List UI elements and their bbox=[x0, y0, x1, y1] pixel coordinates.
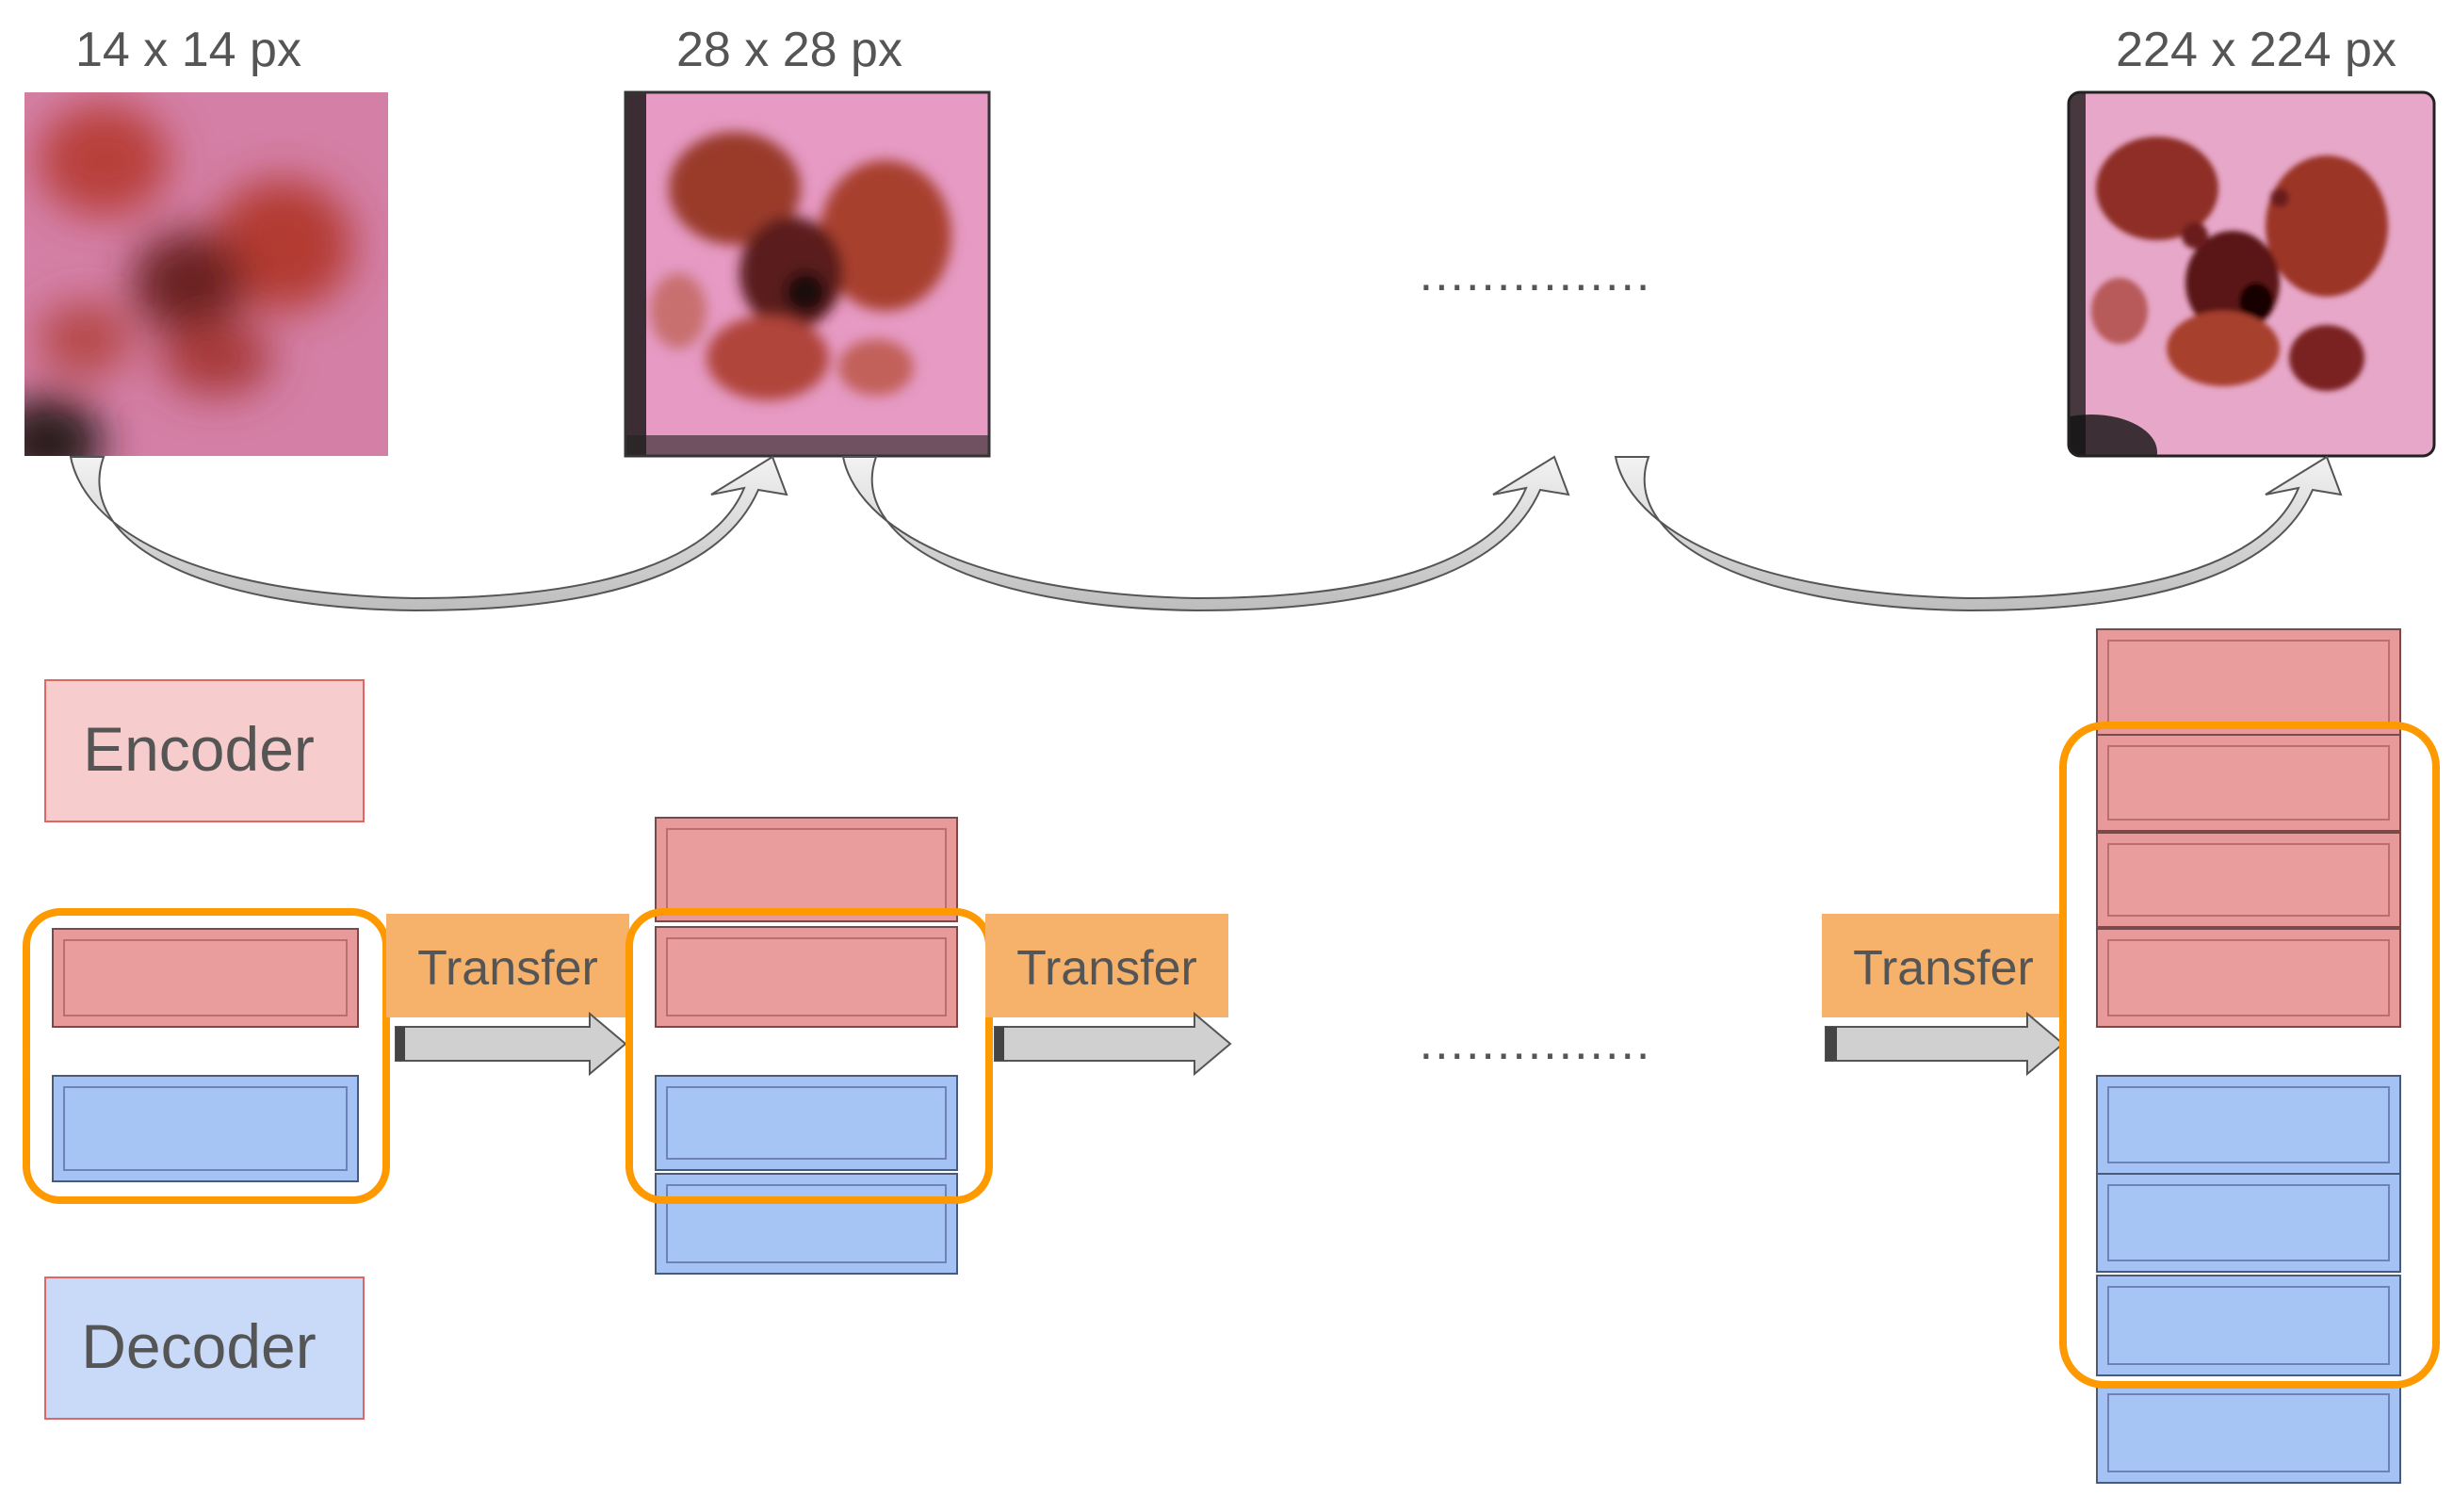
stage1-encoder-layer bbox=[52, 928, 359, 1028]
legend-decoder: Decoder bbox=[44, 1276, 365, 1420]
legend-encoder-label: Encoder bbox=[83, 714, 315, 784]
curved-arrow-1 bbox=[69, 455, 788, 612]
stage3-encoder-layer-1 bbox=[2096, 628, 2401, 736]
legend-decoder-label: Decoder bbox=[81, 1311, 316, 1381]
stage2-encoder-layer-1 bbox=[655, 817, 958, 922]
stage3-decoder-layer-4 bbox=[2096, 1382, 2401, 1484]
legend-encoder: Encoder bbox=[44, 679, 365, 822]
resolution-label-28: 28 x 28 px bbox=[676, 23, 902, 77]
transfer-block-3: Transfer bbox=[1822, 914, 2065, 1077]
stage3-decoder-layer-3 bbox=[2096, 1275, 2401, 1376]
lesion-image-224px bbox=[2067, 90, 2436, 458]
curved-arrow-2 bbox=[841, 455, 1570, 612]
transfer-label-3: Transfer bbox=[1853, 941, 2034, 996]
lesion-image-28px bbox=[624, 90, 991, 458]
stage1-highlight bbox=[23, 908, 390, 1204]
stage2-decoder-layer-2 bbox=[655, 1173, 958, 1275]
transfer-label-1: Transfer bbox=[417, 941, 598, 996]
stage1-decoder-layer bbox=[52, 1075, 359, 1182]
stage3-encoder-layer-3 bbox=[2096, 832, 2401, 928]
stage2-encoder-layer-2 bbox=[655, 926, 958, 1028]
resolution-label-14: 14 x 14 px bbox=[75, 23, 301, 77]
ellipsis-bottom: ............... bbox=[1420, 1016, 1652, 1070]
lesion-image-14px bbox=[24, 92, 388, 456]
transfer-block-2: Transfer bbox=[985, 914, 1232, 1077]
transfer-block-1: Transfer bbox=[386, 914, 629, 1077]
transfer-label-2: Transfer bbox=[1016, 941, 1197, 996]
stage3-decoder-layer-2 bbox=[2096, 1173, 2401, 1273]
curved-arrow-3 bbox=[1614, 455, 2343, 612]
ellipsis-top: ............... bbox=[1420, 247, 1652, 301]
stage2-highlight bbox=[625, 908, 993, 1204]
stage3-encoder-layer-4 bbox=[2096, 928, 2401, 1028]
stage3-highlight bbox=[2059, 722, 2440, 1389]
stage2-decoder-layer-1 bbox=[655, 1075, 958, 1171]
resolution-label-224: 224 x 224 px bbox=[2116, 23, 2396, 77]
stage3-decoder-layer-1 bbox=[2096, 1075, 2401, 1175]
stage3-encoder-layer-2 bbox=[2096, 734, 2401, 832]
